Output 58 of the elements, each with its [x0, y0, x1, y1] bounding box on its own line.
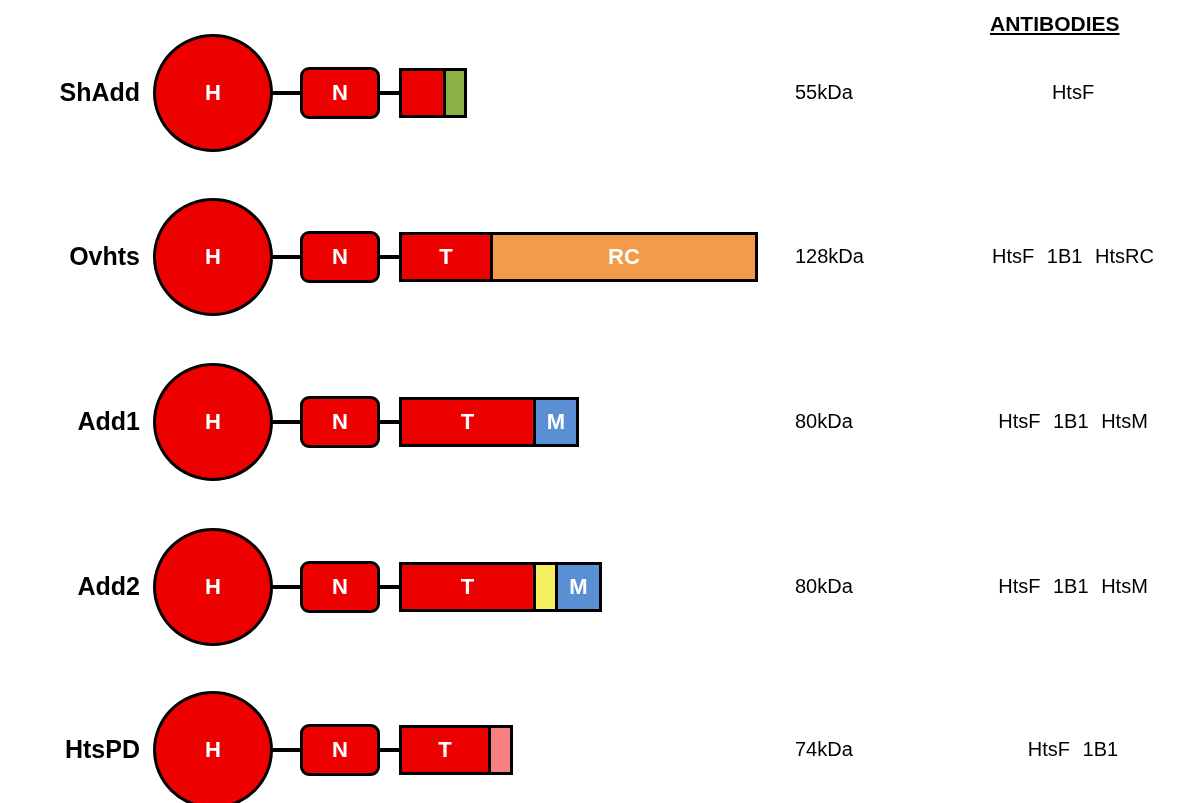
domain-label: H — [205, 80, 221, 106]
domain-label: M — [546, 409, 566, 435]
domain-segment — [533, 397, 579, 447]
linker-line — [272, 585, 301, 589]
protein-name: Ovhts — [69, 242, 140, 271]
linker-line — [272, 91, 301, 95]
domain-label: T — [439, 244, 453, 270]
domain-label: RC — [608, 244, 640, 270]
domain-segment — [488, 725, 513, 775]
domain-label: N — [332, 80, 348, 106]
domain-label: N — [332, 737, 348, 763]
domain-box — [300, 561, 380, 613]
molecular-weight: 128kDa — [795, 245, 864, 268]
domain-label: H — [205, 574, 221, 600]
domain-label: M — [569, 574, 588, 600]
linker-line — [379, 420, 400, 424]
domain-segment — [443, 68, 467, 118]
protein-name: Add2 — [77, 572, 140, 601]
domain-segment — [399, 232, 493, 282]
linker-line — [379, 585, 400, 589]
antibody-list: HtsF 1B1 HtsM — [998, 410, 1148, 433]
linker-line — [379, 748, 400, 752]
domain-segment — [399, 397, 536, 447]
molecular-weight: 55kDa — [795, 81, 853, 104]
domain-label: T — [460, 574, 475, 600]
domain-label: N — [332, 574, 348, 600]
domain-label: N — [332, 409, 348, 435]
domain-segment — [555, 562, 602, 612]
domain-segment — [399, 68, 446, 118]
linker-line — [379, 255, 400, 259]
domain-label: H — [205, 244, 221, 270]
protein-name: ShAdd — [59, 78, 140, 107]
domain-segment — [399, 725, 491, 775]
column-heading: ANTIBODIES — [990, 12, 1120, 36]
antibody-list: HtsF 1B1 HtsRC — [992, 245, 1154, 268]
domain-box — [300, 396, 380, 448]
domain-box — [300, 231, 380, 283]
domain-box — [300, 67, 380, 119]
domain-box — [300, 724, 380, 776]
linker-line — [272, 255, 301, 259]
linker-line — [272, 420, 301, 424]
domain-label: N — [332, 244, 348, 270]
domain-segment — [490, 232, 758, 282]
molecular-weight: 74kDa — [795, 738, 853, 761]
antibody-list: HtsF 1B1 — [1027, 738, 1119, 761]
linker-line — [272, 748, 301, 752]
linker-line — [379, 91, 400, 95]
antibody-list: HtsF — [1051, 81, 1095, 104]
domain-label: H — [205, 409, 221, 435]
domain-label: T — [460, 409, 475, 435]
domain-segment — [399, 562, 536, 612]
antibody-list: HtsF 1B1 HtsM — [998, 575, 1148, 598]
protein-name: Add1 — [77, 407, 140, 436]
molecular-weight: 80kDa — [795, 575, 853, 598]
domain-label: T — [438, 737, 452, 763]
domain-label: H — [205, 737, 221, 763]
molecular-weight: 80kDa — [795, 410, 853, 433]
protein-name: HtsPD — [65, 735, 140, 764]
